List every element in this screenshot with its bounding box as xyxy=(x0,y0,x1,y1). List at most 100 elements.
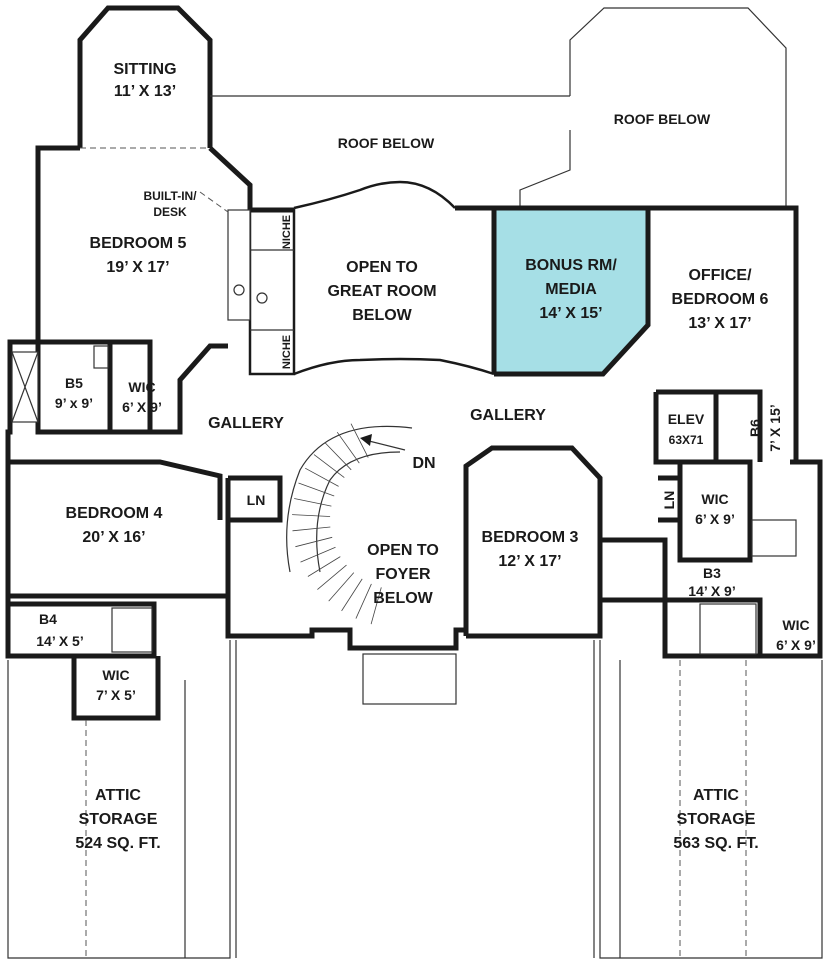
stair-tread xyxy=(295,536,333,548)
stair-tread xyxy=(300,546,336,563)
gallery-left-label: GALLERY xyxy=(208,415,284,432)
stair-tread xyxy=(292,526,331,532)
niche-label-top: NICHE xyxy=(281,215,293,249)
bedroom5-size: 19’ X 17’ xyxy=(106,259,169,276)
stair-tread xyxy=(370,587,382,625)
b5-label: B5 xyxy=(65,375,83,391)
built-in-label-2: DESK xyxy=(153,205,187,219)
niche-label-bottom: NICHE xyxy=(281,335,293,369)
elev-wall xyxy=(653,389,719,465)
stair-treads xyxy=(292,423,382,625)
roof-below-label-2: ROOF BELOW xyxy=(614,111,711,127)
open-great-label-2: GREAT ROOM xyxy=(327,283,436,300)
bedroom4-label: BEDROOM 4 xyxy=(66,505,163,522)
open-foyer-label-3: BELOW xyxy=(373,590,433,607)
shower-b4 xyxy=(111,607,153,653)
stair-tread xyxy=(336,431,360,464)
roof-outline-right xyxy=(569,7,787,208)
built-in-desk xyxy=(227,209,251,321)
attic-left-label-1: ATTIC xyxy=(95,787,141,804)
attic-right-label-3: 563 SQ. FT. xyxy=(673,835,758,852)
bonus-room-highlight xyxy=(494,208,648,374)
wic-right-top-wall xyxy=(677,459,753,563)
b4-wall xyxy=(8,601,157,659)
bedroom4-size: 20’ X 16’ xyxy=(82,529,145,546)
wic-right-bottom-label: WIC xyxy=(782,617,809,633)
stair-tread xyxy=(355,583,372,619)
open-foyer-label-1: OPEN TO xyxy=(367,542,439,559)
wic-right-bottom-size: 6’ X 9’ xyxy=(776,637,816,653)
b6-size: 7’ X 15’ xyxy=(767,404,783,451)
roof-below-label-1: ROOF BELOW xyxy=(338,135,435,151)
built-in-label-1: BUILT-IN/ xyxy=(143,189,197,203)
entry-porch xyxy=(362,653,457,705)
stair-tread xyxy=(328,572,355,602)
shower-b5-x2 xyxy=(11,351,39,423)
b5-size: 9’ x 9’ xyxy=(55,395,93,411)
b6-wall xyxy=(716,389,763,462)
attic-left-label-2: STORAGE xyxy=(79,811,158,828)
sink-fixture-2 xyxy=(256,292,268,304)
sink-fixture xyxy=(233,284,245,296)
sitting-size: 11’ X 13’ xyxy=(114,83,176,100)
bedroom3-size: 12’ X 17’ xyxy=(498,553,561,570)
elev-size: 63X71 xyxy=(669,433,704,447)
wic-b5-wall xyxy=(110,339,153,435)
shower-b3 xyxy=(699,603,757,655)
bedroom4-top-wall xyxy=(8,459,223,520)
stair-outer xyxy=(286,425,413,573)
stair-tread xyxy=(324,442,352,471)
stair-tread xyxy=(317,564,347,590)
wic-b5-size: 6’ X 9’ xyxy=(122,399,162,415)
dn-arrow xyxy=(364,439,406,451)
wic-b5-label: WIC xyxy=(128,379,155,395)
attic-right-label-2: STORAGE xyxy=(677,811,756,828)
stair-tread xyxy=(292,514,331,517)
gallery-right-label: GALLERY xyxy=(470,407,546,424)
built-in-leader xyxy=(199,191,229,213)
attic-left-label-3: 524 SQ. FT. xyxy=(75,835,160,852)
office-label-2: BEDROOM 6 xyxy=(672,291,769,308)
office-label-1: OFFICE/ xyxy=(688,267,752,284)
bonus-label-2: MEDIA xyxy=(545,281,597,298)
b3-bath-wall xyxy=(662,597,763,659)
bedroom5-wall xyxy=(208,146,294,213)
roof-outline-mid xyxy=(519,130,571,208)
bedroom5-left-wall xyxy=(5,145,80,659)
sitting-label: SITTING xyxy=(113,61,176,78)
bedroom3-wall xyxy=(463,445,603,639)
stair-tread xyxy=(313,454,345,478)
bonus-wall xyxy=(494,205,651,377)
great-room-curve-top xyxy=(293,180,456,210)
b3-size: 14’ X 9’ xyxy=(688,583,735,599)
office-size: 13’ X 17’ xyxy=(688,315,751,332)
gallery-left-wall xyxy=(150,343,228,435)
top-wall-right xyxy=(455,205,497,374)
attic-right-label-1: ATTIC xyxy=(693,787,739,804)
stair-tread xyxy=(298,482,335,497)
attic-right-wall xyxy=(599,640,823,959)
shower-b6 xyxy=(751,519,797,557)
stair-tread xyxy=(341,578,363,612)
office-wall xyxy=(648,205,799,465)
foyer-left-wall xyxy=(225,520,330,639)
bedroom3-label: BEDROOM 3 xyxy=(482,529,579,546)
bonus-label-1: BONUS RM/ xyxy=(525,257,617,274)
wic-b4-wall xyxy=(71,656,161,721)
wic-right-top-size: 6’ X 9’ xyxy=(695,511,735,527)
wic-b4-label: WIC xyxy=(102,667,129,683)
stair-tread xyxy=(307,556,341,577)
bonus-size: 14’ X 15’ xyxy=(539,305,602,322)
sitting-bay-wall xyxy=(77,5,213,148)
b6-label: B6 xyxy=(747,419,763,437)
b4-label: B4 xyxy=(39,611,57,627)
open-great-label-1: OPEN TO xyxy=(346,259,418,276)
wic-right-top-label: WIC xyxy=(701,491,728,507)
ln-left-wall xyxy=(225,475,283,523)
ln-left-label: LN xyxy=(247,492,266,508)
foyer-bottom-wall xyxy=(330,627,466,651)
b3-label: B3 xyxy=(703,565,721,581)
attic-left-wall xyxy=(7,640,231,959)
ln-right-wall xyxy=(658,475,683,523)
